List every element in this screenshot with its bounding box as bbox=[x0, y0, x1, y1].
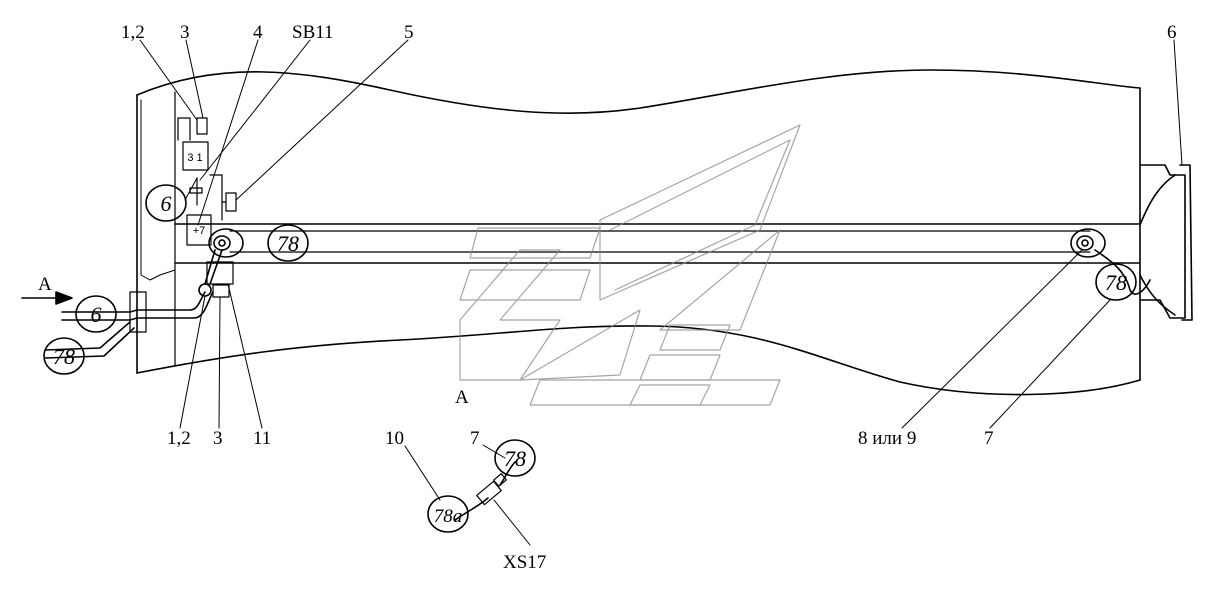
circle-6-left bbox=[75, 295, 117, 333]
clip-12-bottom bbox=[198, 283, 212, 297]
circle-label-78-right: 78 bbox=[1105, 270, 1127, 295]
circle-label-78-detail: 78 bbox=[504, 446, 526, 471]
arrow-a-head bbox=[55, 291, 73, 305]
label-12-top: 1,2 bbox=[121, 22, 145, 43]
leader-7-detail bbox=[482, 444, 506, 459]
label-a-view: A bbox=[455, 387, 469, 408]
leader-12-bottom bbox=[179, 295, 206, 429]
detail-connector-xs17 bbox=[476, 480, 502, 506]
harness-wire-3 bbox=[44, 321, 131, 351]
harness-wire-1 bbox=[61, 291, 206, 313]
circle-label-78a-detail: 78a bbox=[434, 506, 463, 527]
connector-3-bottom bbox=[212, 284, 230, 298]
body-top-wave bbox=[136, 69, 1141, 114]
box-plus bbox=[186, 214, 212, 246]
watermark-logo bbox=[459, 124, 801, 406]
connector-3-top bbox=[196, 117, 208, 135]
eyelet-right-outer bbox=[1070, 228, 1106, 258]
eyelet-right-inner bbox=[1076, 235, 1094, 251]
connector-11 bbox=[206, 261, 234, 285]
leader-8or9 bbox=[901, 249, 1083, 429]
leader-7-bottom bbox=[989, 299, 1111, 429]
leader-xs17 bbox=[493, 499, 531, 546]
label-xs17: XS17 bbox=[503, 552, 546, 573]
label-7-detail: 7 bbox=[470, 428, 480, 449]
circle-78-detail bbox=[494, 439, 536, 477]
eyelet-left-hole bbox=[218, 239, 226, 247]
detail-connector-small bbox=[492, 473, 508, 487]
label-10: 10 bbox=[385, 428, 404, 449]
label-sb11: SB11 bbox=[292, 22, 334, 43]
label-6-right: 6 bbox=[1167, 22, 1177, 43]
leader-sb11 bbox=[199, 39, 311, 181]
leader-12-top bbox=[139, 39, 198, 121]
circle-6-upper bbox=[145, 184, 187, 222]
label-8or9: 8 или 9 bbox=[858, 428, 916, 449]
harness-wire-4 bbox=[44, 327, 135, 359]
grommet bbox=[129, 291, 147, 333]
label-11: 11 bbox=[253, 428, 271, 449]
circle-label-6-left: 6 bbox=[91, 302, 102, 327]
leader-11 bbox=[227, 283, 263, 429]
leader-4 bbox=[197, 39, 259, 226]
circle-label-6-upper: 6 bbox=[161, 191, 172, 216]
small-fuse bbox=[189, 187, 203, 194]
bracket-left bbox=[177, 117, 191, 141]
label-3-top: 3 bbox=[180, 22, 190, 43]
label-3-bottom: 3 bbox=[213, 428, 223, 449]
box-plus-label: +7 bbox=[193, 225, 206, 237]
leader-3-bottom bbox=[218, 296, 221, 429]
label-5: 5 bbox=[404, 22, 414, 43]
circle-78-right bbox=[1095, 263, 1137, 301]
circle-label-78-beam: 78 bbox=[277, 231, 299, 256]
wire-right-to-lamp bbox=[1094, 249, 1151, 295]
leader-3-top bbox=[185, 39, 204, 119]
box-31-label: 3 1 bbox=[187, 152, 202, 164]
circle-78a-detail bbox=[427, 495, 469, 533]
circle-78-beam bbox=[267, 224, 309, 262]
box-31 bbox=[182, 141, 209, 171]
leader-10 bbox=[404, 445, 441, 501]
leader-6-right bbox=[1173, 39, 1183, 166]
lamp-cone bbox=[1139, 174, 1176, 316]
circle-78-left bbox=[43, 337, 85, 375]
eyelet-left-inner bbox=[213, 235, 231, 251]
leader-5 bbox=[235, 39, 409, 201]
leader-6-upper bbox=[184, 177, 198, 201]
label-a-arrow: A bbox=[38, 274, 52, 295]
body-left-jagged bbox=[140, 99, 176, 281]
label-4: 4 bbox=[253, 22, 263, 43]
lamp-rim bbox=[1179, 164, 1193, 321]
body-bottom-wave bbox=[136, 325, 1141, 396]
switch-5 bbox=[225, 192, 237, 212]
wire-to-box bbox=[204, 249, 223, 285]
circle-label-78-left: 78 bbox=[53, 344, 75, 369]
label-12-bottom: 1,2 bbox=[167, 428, 191, 449]
lamp-cap bbox=[1139, 164, 1186, 319]
eyelet-left-outer bbox=[208, 228, 244, 258]
label-7-bottom: 7 bbox=[984, 428, 994, 449]
eyelet-right-hole bbox=[1081, 239, 1089, 247]
